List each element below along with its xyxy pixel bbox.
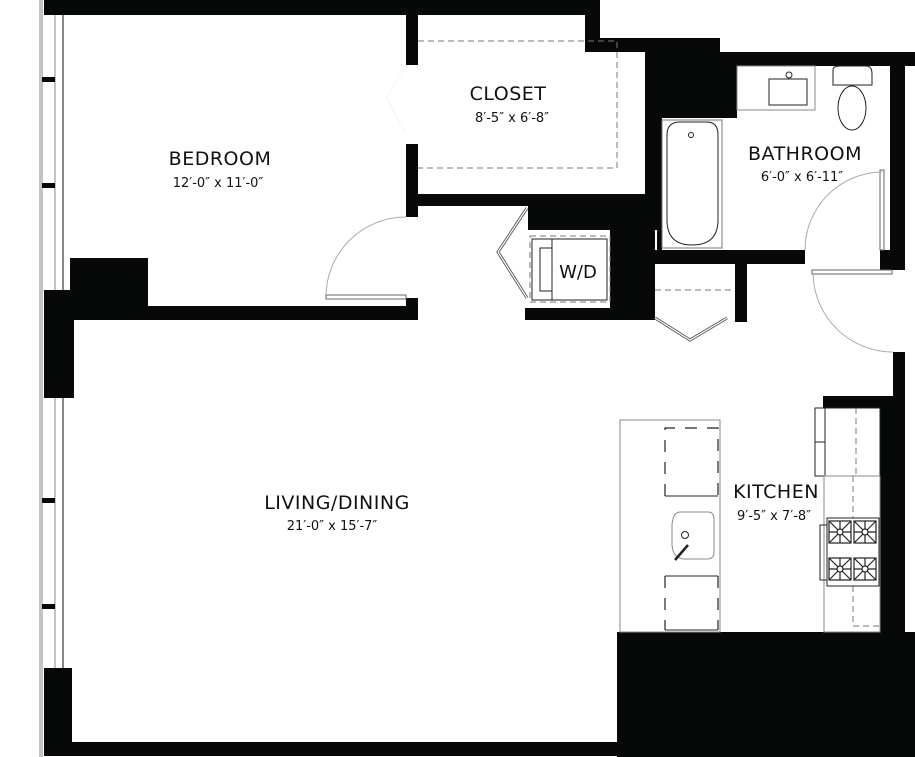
kitchen-sink [671, 511, 715, 561]
hall-closet-door [654, 316, 728, 342]
closet-bifold-door[interactable] [385, 65, 407, 134]
kitchen-name: KITCHEN [733, 481, 819, 503]
closet-dimensions: 8′-5″ x 6′-8″ [475, 111, 549, 126]
bathroom-door[interactable] [804, 169, 885, 251]
room-label-bathroom: BATHROOM 6′-0″ x 6′-11″ [748, 143, 862, 185]
living-dining-dimensions: 21′-0″ x 15′-7″ [287, 519, 378, 534]
bedroom-name: BEDROOM [169, 148, 272, 170]
bathroom-sink [736, 65, 816, 111]
kitchen-dimensions: 9′-5″ x 7′-8″ [737, 509, 811, 524]
washer-dryer [529, 235, 611, 303]
room-label-living-dining: LIVING/DINING 21′-0″ x 15′-7″ [264, 492, 410, 534]
closet-name: CLOSET [470, 83, 547, 105]
stove [819, 517, 880, 587]
bedroom-dimensions: 12′-0″ x 11′-0″ [173, 176, 264, 191]
toilet [832, 65, 873, 131]
west-window [39, 0, 64, 757]
closet-shelf [418, 40, 618, 169]
hall-closet [654, 289, 735, 342]
kitchen-island [619, 419, 721, 633]
room-label-kitchen: KITCHEN 9′-5″ x 7′-8″ [733, 481, 819, 524]
room-label-closet: CLOSET 8′-5″ x 6′-8″ [470, 83, 550, 126]
wd-bifold-door[interactable] [496, 207, 529, 299]
bedroom-door[interactable] [325, 216, 407, 300]
washer-dryer-label: W/D [559, 262, 597, 283]
room-label-bedroom: BEDROOM 12′-0″ x 11′-0″ [169, 148, 272, 191]
bathtub [661, 119, 723, 249]
bathroom-name: BATHROOM [748, 143, 862, 165]
living-dining-name: LIVING/DINING [264, 492, 410, 514]
entry-door[interactable] [811, 269, 894, 353]
refrigerator [814, 407, 881, 477]
walls [44, 0, 915, 757]
bathroom-dimensions: 6′-0″ x 6′-11″ [761, 170, 843, 185]
